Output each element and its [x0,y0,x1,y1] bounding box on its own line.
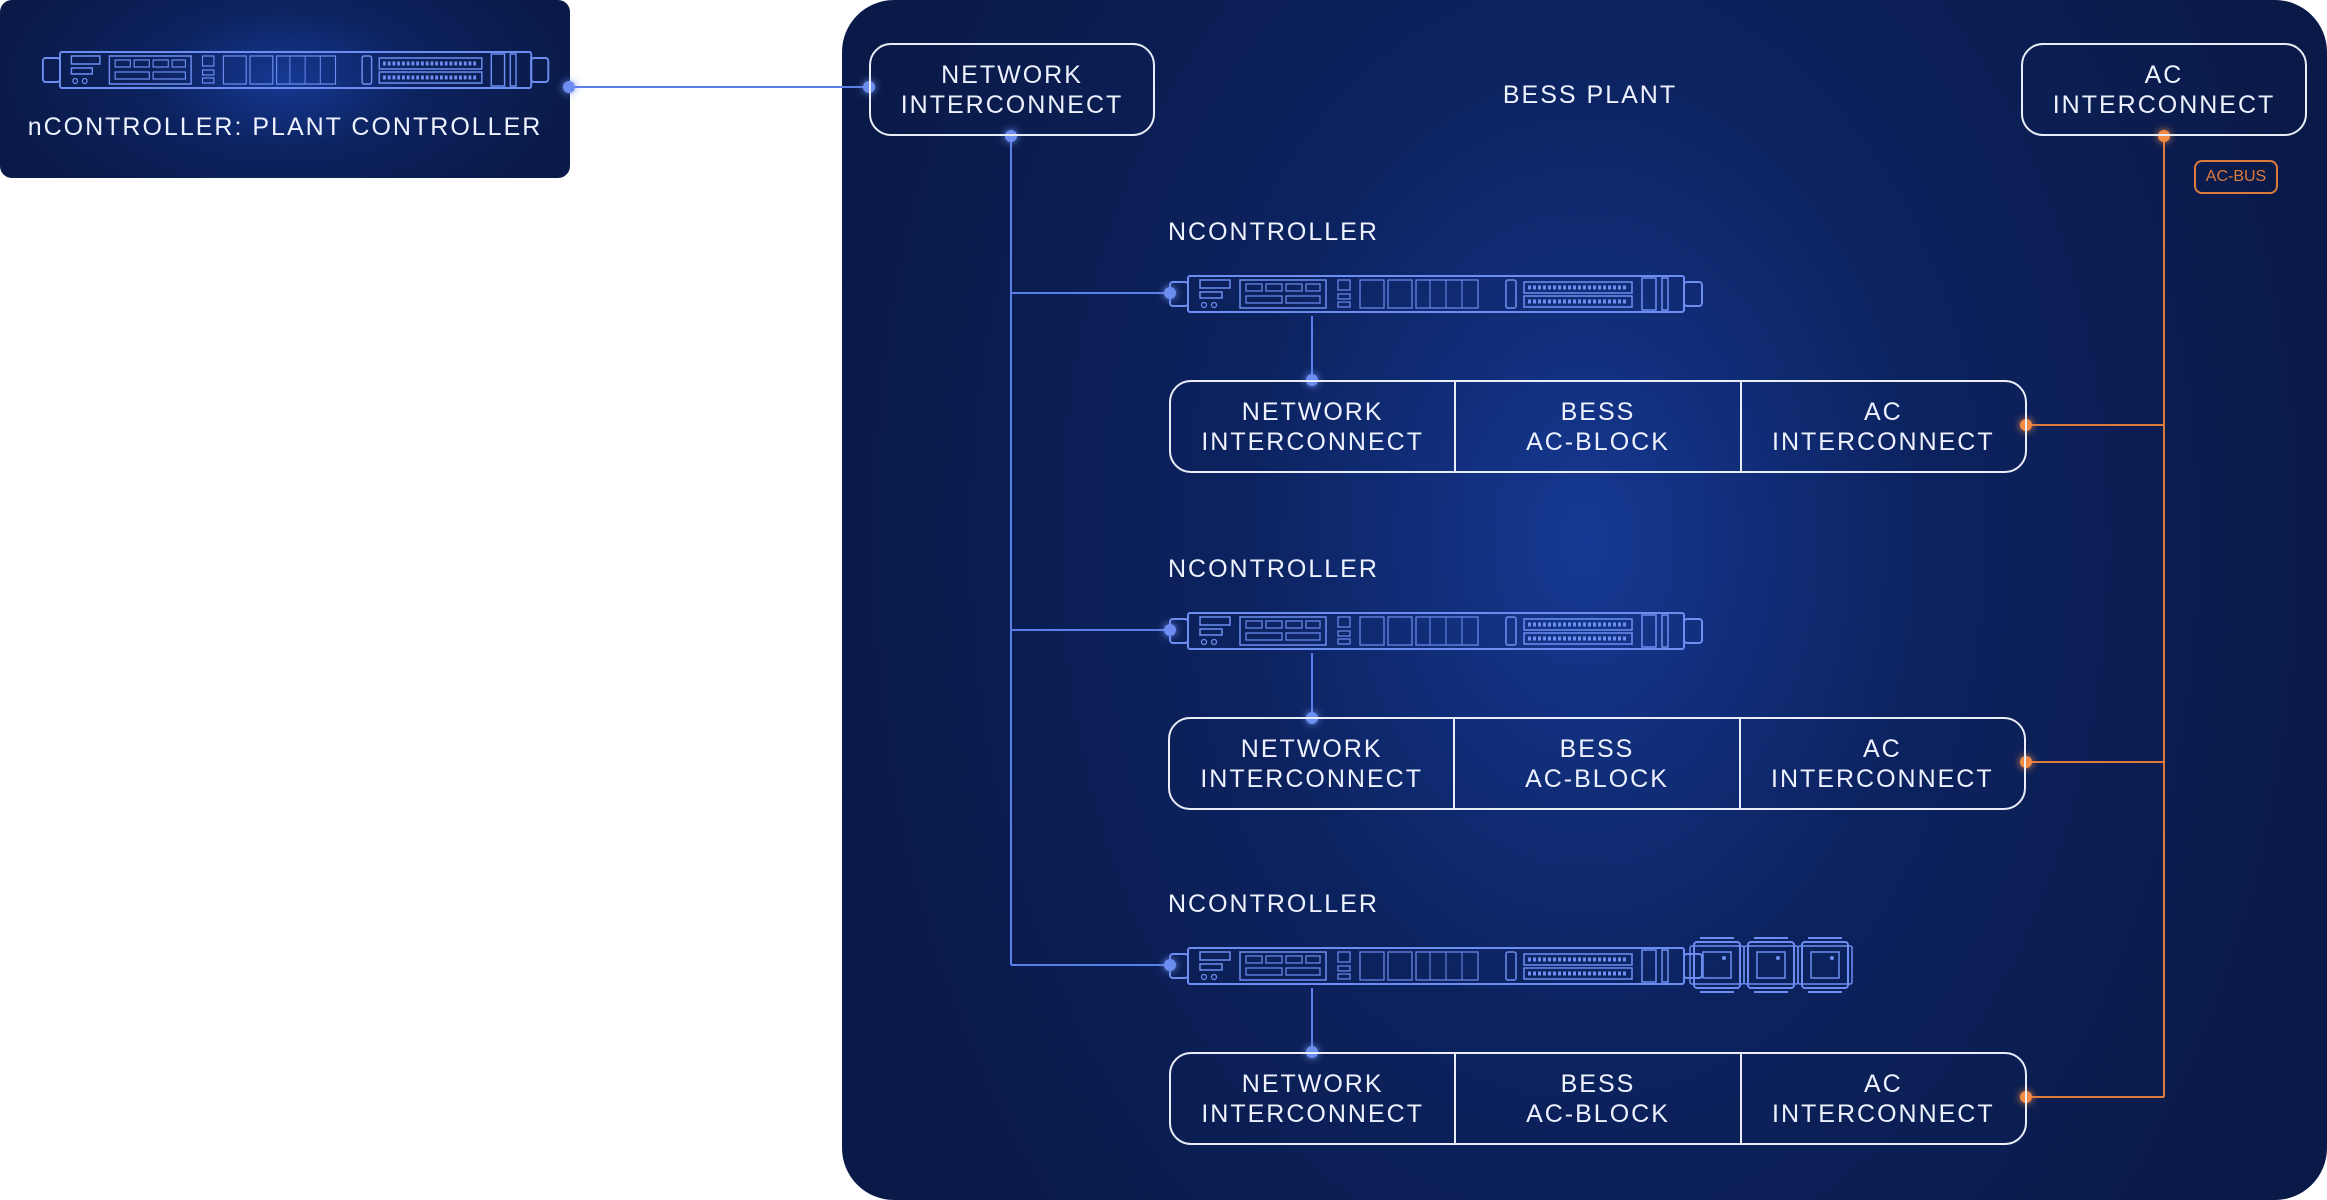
bess-block-row-2: NETWORK INTERCONNECT BESS AC-BLOCK AC IN… [1168,717,2026,810]
network-interconnect-cell: NETWORK INTERCONNECT [1200,734,1423,793]
ac-interconnect-cell: AC INTERCONNECT [1739,1054,2025,1143]
bess-plant-panel [842,0,2327,1200]
ncontroller-server-icon-2 [1168,611,1704,651]
bess-ac-block-cell: BESS AC-BLOCK [1453,719,1738,808]
network-interconnect-box: NETWORK INTERCONNECT [869,43,1155,136]
battery-modules-icon [1689,937,1853,993]
ncontroller-server-icon-1 [1168,274,1704,314]
bess-ac-block-cell: BESS AC-BLOCK [1454,382,1739,471]
ncontroller-label-3: NCONTROLLER [1168,890,1379,918]
ac-interconnect-cell: AC INTERCONNECT [1738,719,2024,808]
bess-ac-block-cell: BESS AC-BLOCK [1454,1054,1739,1143]
network-interconnect-cell: NETWORK INTERCONNECT [1201,397,1424,456]
bess-plant-title: BESS PLANT [1502,81,1678,109]
network-interconnect-cell: NETWORK INTERCONNECT [1201,1069,1424,1128]
ac-interconnect-cell: AC INTERCONNECT [1739,382,2025,471]
ncontroller-label-1: NCONTROLLER [1168,218,1379,246]
plant-controller-label: nCONTROLLER: PLANT CONTROLLER [27,113,543,141]
bess-block-row-3: NETWORK INTERCONNECT BESS AC-BLOCK AC IN… [1169,1052,2027,1145]
ncontroller-server-icon-3 [1168,946,1704,986]
ac-interconnect-box: AC INTERCONNECT [2021,43,2307,136]
ac-bus-badge: AC-BUS [2194,160,2278,194]
ncontroller-label-2: NCONTROLLER [1168,555,1379,583]
plant-controller-server-icon [40,50,551,90]
bess-block-row-1: NETWORK INTERCONNECT BESS AC-BLOCK AC IN… [1169,380,2027,473]
